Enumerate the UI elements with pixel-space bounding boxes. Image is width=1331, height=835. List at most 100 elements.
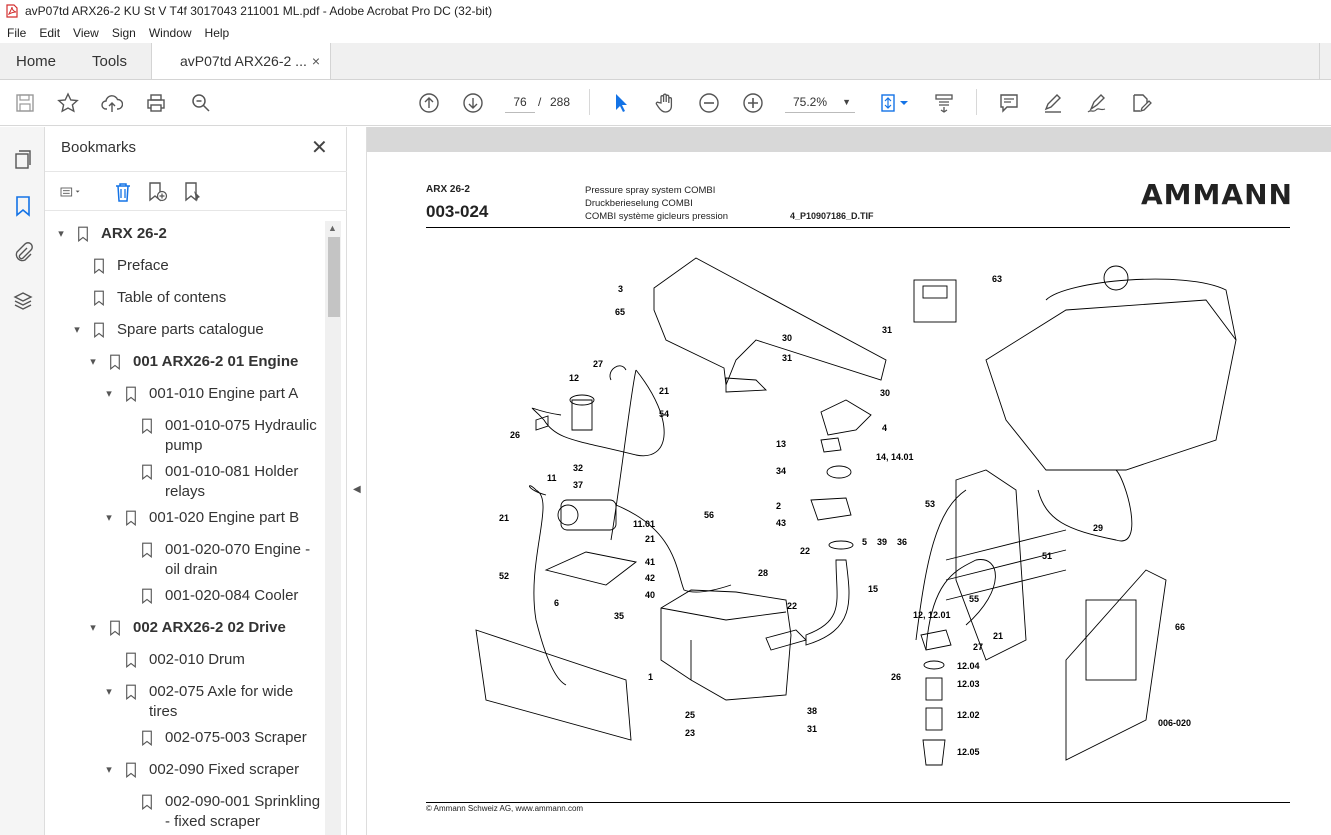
menu-window[interactable]: Window xyxy=(148,25,192,40)
close-icon[interactable]: ✕ xyxy=(311,137,328,159)
page-thumbnails-icon[interactable] xyxy=(11,147,35,171)
bookmark-label: Spare parts catalogue xyxy=(117,321,264,338)
tab-document-label: avP07td ARX26-2 ... xyxy=(180,53,307,69)
save-icon[interactable] xyxy=(13,91,37,115)
bookmark-label: 002-075 Axle for wide tires xyxy=(149,683,294,720)
callout-12: 12 xyxy=(569,373,579,383)
bookmark-item[interactable]: ▾ 001-020 Engine part B xyxy=(101,508,319,528)
comment-icon[interactable] xyxy=(997,91,1021,115)
attachment-icon[interactable] xyxy=(11,240,35,264)
page-down-icon[interactable] xyxy=(461,91,485,115)
bookmark-item[interactable]: Table of contens xyxy=(69,288,287,308)
callout-53: 53 xyxy=(925,499,935,509)
bookmark-icon[interactable] xyxy=(11,194,35,218)
bookmark-label: 001-010-081 Holder relays xyxy=(165,463,299,500)
bookmark-item[interactable]: ▾ 001-010 Engine part A xyxy=(101,384,319,404)
add-bookmark-icon[interactable] xyxy=(145,180,169,204)
bookmark-label: ARX 26-2 xyxy=(101,225,167,242)
callout-38: 38 xyxy=(807,706,817,716)
callout-22b: 22 xyxy=(787,601,797,611)
bookmark-item[interactable]: 002-010 Drum xyxy=(101,650,319,670)
sign-icon[interactable] xyxy=(1085,91,1109,115)
chevron-down-icon[interactable]: ▾ xyxy=(58,228,64,240)
bookmark-flag-icon xyxy=(77,224,91,244)
bookmark-item[interactable]: ▾ Spare parts catalogue xyxy=(69,320,287,340)
bookmark-label: 002-090-001 Sprinkling - fixed scraper xyxy=(165,793,321,830)
print-icon[interactable] xyxy=(144,91,168,115)
edit-pdf-icon[interactable] xyxy=(1129,91,1153,115)
callout-39: 39 xyxy=(877,537,887,547)
bookmark-item[interactable]: 001-010-081 Holder relays xyxy=(117,462,325,502)
chevron-down-icon[interactable]: ▾ xyxy=(106,388,112,400)
menu-file[interactable]: File xyxy=(7,25,27,40)
bookmark-item[interactable]: 002-090-001 Sprinkling - fixed scraper xyxy=(117,792,325,832)
tab-home[interactable]: Home xyxy=(16,52,57,70)
chevron-down-icon[interactable]: ▾ xyxy=(90,622,96,634)
menu-help[interactable]: Help xyxy=(204,25,230,40)
callout-34: 34 xyxy=(776,466,786,476)
bookmark-scrollbar[interactable] xyxy=(325,221,341,835)
chevron-down-icon[interactable]: ▾ xyxy=(106,764,112,776)
star-icon[interactable] xyxy=(56,91,80,115)
callout-63: 63 xyxy=(992,274,1002,284)
bookmark-item[interactable]: 002-075-003 Scraper xyxy=(117,728,325,748)
fit-page-chevron-icon[interactable] xyxy=(898,91,910,115)
zoom-in-icon[interactable] xyxy=(741,91,765,115)
doc-footer: © Ammann Schweiz AG, www.ammann.com xyxy=(426,804,584,813)
chevron-down-icon[interactable]: ▾ xyxy=(74,324,80,336)
bookmark-item[interactable]: 001-010-075 Hydraulic pump xyxy=(117,416,325,456)
zoom-value: 75.2% xyxy=(793,95,828,109)
left-navigation-rail xyxy=(0,127,45,835)
bookmark-flag-icon xyxy=(93,320,107,340)
callout-29: 29 xyxy=(1093,523,1103,533)
callout-12-03: 12.03 xyxy=(957,679,980,689)
bookmark-flag-icon xyxy=(141,540,155,560)
callout-32: 32 xyxy=(573,463,583,473)
callout-1: 1 xyxy=(648,672,653,682)
callout-21: 21 xyxy=(659,386,669,396)
page-total: 288 xyxy=(550,95,571,109)
chevron-down-icon[interactable]: ▾ xyxy=(90,356,96,368)
bookmark-item[interactable]: 001-020-070 Engine - oil drain xyxy=(117,540,315,580)
zoom-search-icon[interactable] xyxy=(189,91,213,115)
scrollbar-thumb[interactable] xyxy=(328,237,340,317)
callout-28: 28 xyxy=(758,568,768,578)
tab-close-icon[interactable]: × xyxy=(311,53,320,69)
collapse-panel-icon[interactable]: ◀ xyxy=(353,484,361,495)
scroll-up-icon[interactable]: ▲ xyxy=(328,223,337,233)
menu-view[interactable]: View xyxy=(73,25,99,40)
bookmark-options-icon[interactable] xyxy=(59,180,83,204)
bookmark-item[interactable]: ▾ 002 ARX26-2 02 Drive xyxy=(85,618,303,638)
zoom-out-icon[interactable] xyxy=(697,91,721,115)
tab-document[interactable]: avP07td ARX26-2 ... × xyxy=(151,43,331,79)
select-cursor-icon[interactable] xyxy=(609,91,633,115)
delete-bookmark-icon[interactable] xyxy=(111,180,135,204)
callout-3: 3 xyxy=(618,284,623,294)
upload-icon[interactable] xyxy=(100,91,124,115)
bookmark-item[interactable]: ▾ 001 ARX26-2 01 Engine xyxy=(85,352,303,372)
bookmark-item[interactable]: ▾ 002-075 Axle for wide tires xyxy=(101,682,309,722)
menu-edit[interactable]: Edit xyxy=(39,25,61,40)
bookmark-item[interactable]: 001-020-084 Cooler xyxy=(117,586,325,606)
tab-tools[interactable]: Tools xyxy=(92,52,128,70)
layers-icon[interactable] xyxy=(11,289,35,313)
page-up-icon[interactable] xyxy=(417,91,441,115)
fit-page-icon[interactable] xyxy=(876,91,900,115)
bookmark-item[interactable]: Preface xyxy=(69,256,287,276)
find-bookmark-icon[interactable] xyxy=(181,180,205,204)
chevron-down-icon[interactable]: ▾ xyxy=(106,512,112,524)
scroll-mode-icon[interactable] xyxy=(932,91,956,115)
chevron-down-icon[interactable]: ▾ xyxy=(106,686,112,698)
menu-sign[interactable]: Sign xyxy=(111,25,136,40)
bookmark-item[interactable]: ▾ ARX 26-2 xyxy=(53,224,271,244)
page-separator: / xyxy=(538,95,542,109)
bookmark-item[interactable]: ▾ 002-090 Fixed scraper xyxy=(101,760,319,780)
bookmark-flag-icon xyxy=(109,352,123,372)
highlight-pen-icon[interactable] xyxy=(1041,91,1065,115)
bookmark-flag-icon xyxy=(141,462,155,482)
parts-drawing: 3 65 63 30 31 31 30 27 12 21 26 54 4 13 … xyxy=(475,257,1237,766)
hand-icon[interactable] xyxy=(653,91,677,115)
page-number-input[interactable]: 76 xyxy=(505,91,535,113)
callout-31c: 31 xyxy=(807,724,817,734)
zoom-select[interactable]: 75.2% ▼ xyxy=(785,91,855,113)
